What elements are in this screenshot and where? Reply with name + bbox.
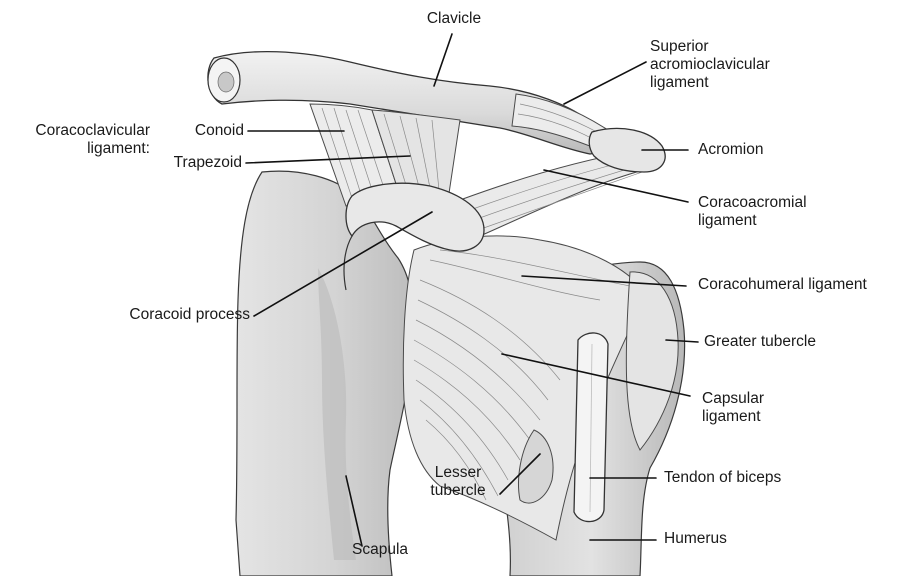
label-scapula: Scapula [352, 541, 408, 559]
label-superior-ac-ligament: Superior acromioclavicular ligament [650, 38, 770, 92]
label-superior-ac-line2: acromioclavicular [650, 56, 770, 74]
label-coracohumeral-ligament: Coracohumeral ligament [698, 276, 867, 294]
label-capsular-line2: ligament [702, 408, 764, 426]
label-coracoid-process: Coracoid process [60, 306, 250, 324]
label-coracoacromial-line2: ligament [698, 212, 807, 230]
label-coracoacromial-ligament: Coracoacromial ligament [698, 194, 807, 230]
label-superior-ac-line1: Superior [650, 38, 770, 56]
label-superior-ac-line3: ligament [650, 74, 770, 92]
label-capsular-ligament: Capsular ligament [702, 390, 764, 426]
clavicle-marrow [218, 72, 234, 92]
label-coracoclavicular-line1: Coracoclavicular [0, 122, 150, 140]
label-conoid: Conoid [170, 122, 244, 140]
leader-superior-ac [564, 62, 646, 104]
label-greater-tubercle: Greater tubercle [704, 333, 816, 351]
label-lesser-line2: tubercle [420, 482, 496, 500]
label-coracoacromial-line1: Coracoacromial [698, 194, 807, 212]
label-acromion: Acromion [698, 141, 763, 159]
label-capsular-line1: Capsular [702, 390, 764, 408]
label-lesser-tubercle: Lesser tubercle [420, 464, 496, 500]
leader-clavicle [434, 34, 452, 86]
label-tendon-of-biceps: Tendon of biceps [664, 469, 781, 487]
label-trapezoid: Trapezoid [150, 154, 242, 172]
label-coracoclavicular-line2: ligament: [0, 140, 150, 158]
label-coracoclavicular-ligament: Coracoclavicular ligament: [0, 122, 150, 158]
label-clavicle: Clavicle [422, 10, 486, 28]
label-lesser-line1: Lesser [420, 464, 496, 482]
label-humerus: Humerus [664, 530, 727, 548]
